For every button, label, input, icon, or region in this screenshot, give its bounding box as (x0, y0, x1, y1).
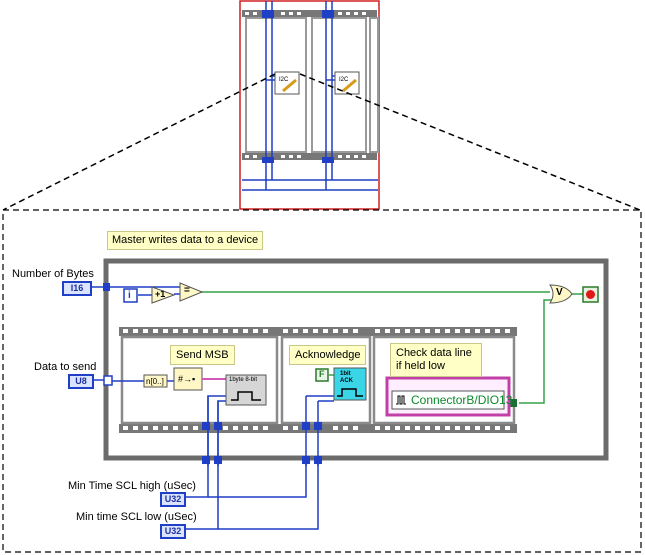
or-gate (549, 284, 573, 304)
svg-text:#→▪: #→▪ (178, 374, 195, 384)
thumb-frame-2 (311, 17, 367, 153)
number-to-bool-node: #→▪ (173, 367, 203, 391)
label-min-time-scl-low: Min time SCL low (uSec) (76, 511, 197, 523)
loop-tunnel-1 (202, 456, 210, 464)
svg-text:n[0..]: n[0..] (146, 377, 164, 386)
tunnel-ack-1 (302, 422, 310, 430)
terminal-min-time-scl-high[interactable]: U32 (160, 492, 186, 507)
thumb-filmstrip-bottom (242, 153, 377, 160)
frame-label-send-msb: Send MSB (170, 345, 235, 365)
iteration-label: i (128, 290, 131, 301)
tunnel-bytes (103, 283, 110, 291)
tunnel-check (509, 399, 517, 407)
thumb-i2c-icon-2: I2C (334, 71, 360, 95)
label-number-of-bytes: Number of Bytes (12, 268, 94, 280)
stop-condition (582, 286, 599, 303)
svg-text:I2C: I2C (339, 77, 349, 83)
ack-subvi-label: 1bit ACK (340, 371, 353, 384)
false-constant-label: F (319, 369, 325, 379)
tunnel-send-2 (214, 422, 222, 430)
iteration-terminal (123, 288, 138, 303)
equal-label: = (184, 285, 190, 296)
tunnel-data (103, 375, 113, 386)
zoom-line-left (2, 73, 276, 211)
equal-node (179, 282, 204, 302)
increment-node (151, 286, 176, 304)
loop-tunnel-2 (214, 456, 222, 464)
comment-note: Master writes data to a device (107, 231, 264, 250)
frame-label-check-data-line: Check data line if held low (390, 343, 482, 377)
ack-bit-subvi (333, 367, 367, 401)
channel-constant (391, 390, 505, 410)
tunnel-ack-2 (314, 422, 322, 430)
send-byte-subvi (225, 374, 267, 406)
label-data-to-send: Data to send (34, 361, 97, 373)
send-byte-subvi-label: 1byte 8-bit (229, 377, 258, 383)
zoom-line-right (299, 73, 641, 211)
thumb-i2c-icon-1: I2C (274, 71, 300, 95)
while-loop (103, 258, 609, 461)
thumb-filmstrip-top (242, 10, 377, 17)
label-min-time-scl-high: Min Time SCL high (uSec) (68, 480, 196, 492)
loop-tunnel-3 (302, 456, 310, 464)
terminal-data-to-send[interactable]: U8 (68, 374, 94, 389)
false-constant (315, 368, 329, 382)
loop-tunnel-4 (314, 456, 322, 464)
increment-label: +1 (155, 289, 166, 299)
thumb-frame-3 (369, 17, 379, 153)
svg-text:I2C: I2C (279, 77, 289, 83)
thumbnail-frame (239, 0, 380, 210)
array-index-node: n[0..] (143, 374, 168, 388)
or-label: V (556, 287, 563, 298)
frame-label-acknowledge: Acknowledge (289, 345, 367, 365)
terminal-min-time-scl-low[interactable]: U32 (160, 524, 186, 539)
terminal-number-of-bytes[interactable]: I16 (62, 281, 92, 296)
channel-name[interactable]: ConnectorB/DIO13 (411, 393, 513, 407)
thumb-frame-1 (245, 17, 307, 153)
tunnel-send-1 (202, 422, 210, 430)
